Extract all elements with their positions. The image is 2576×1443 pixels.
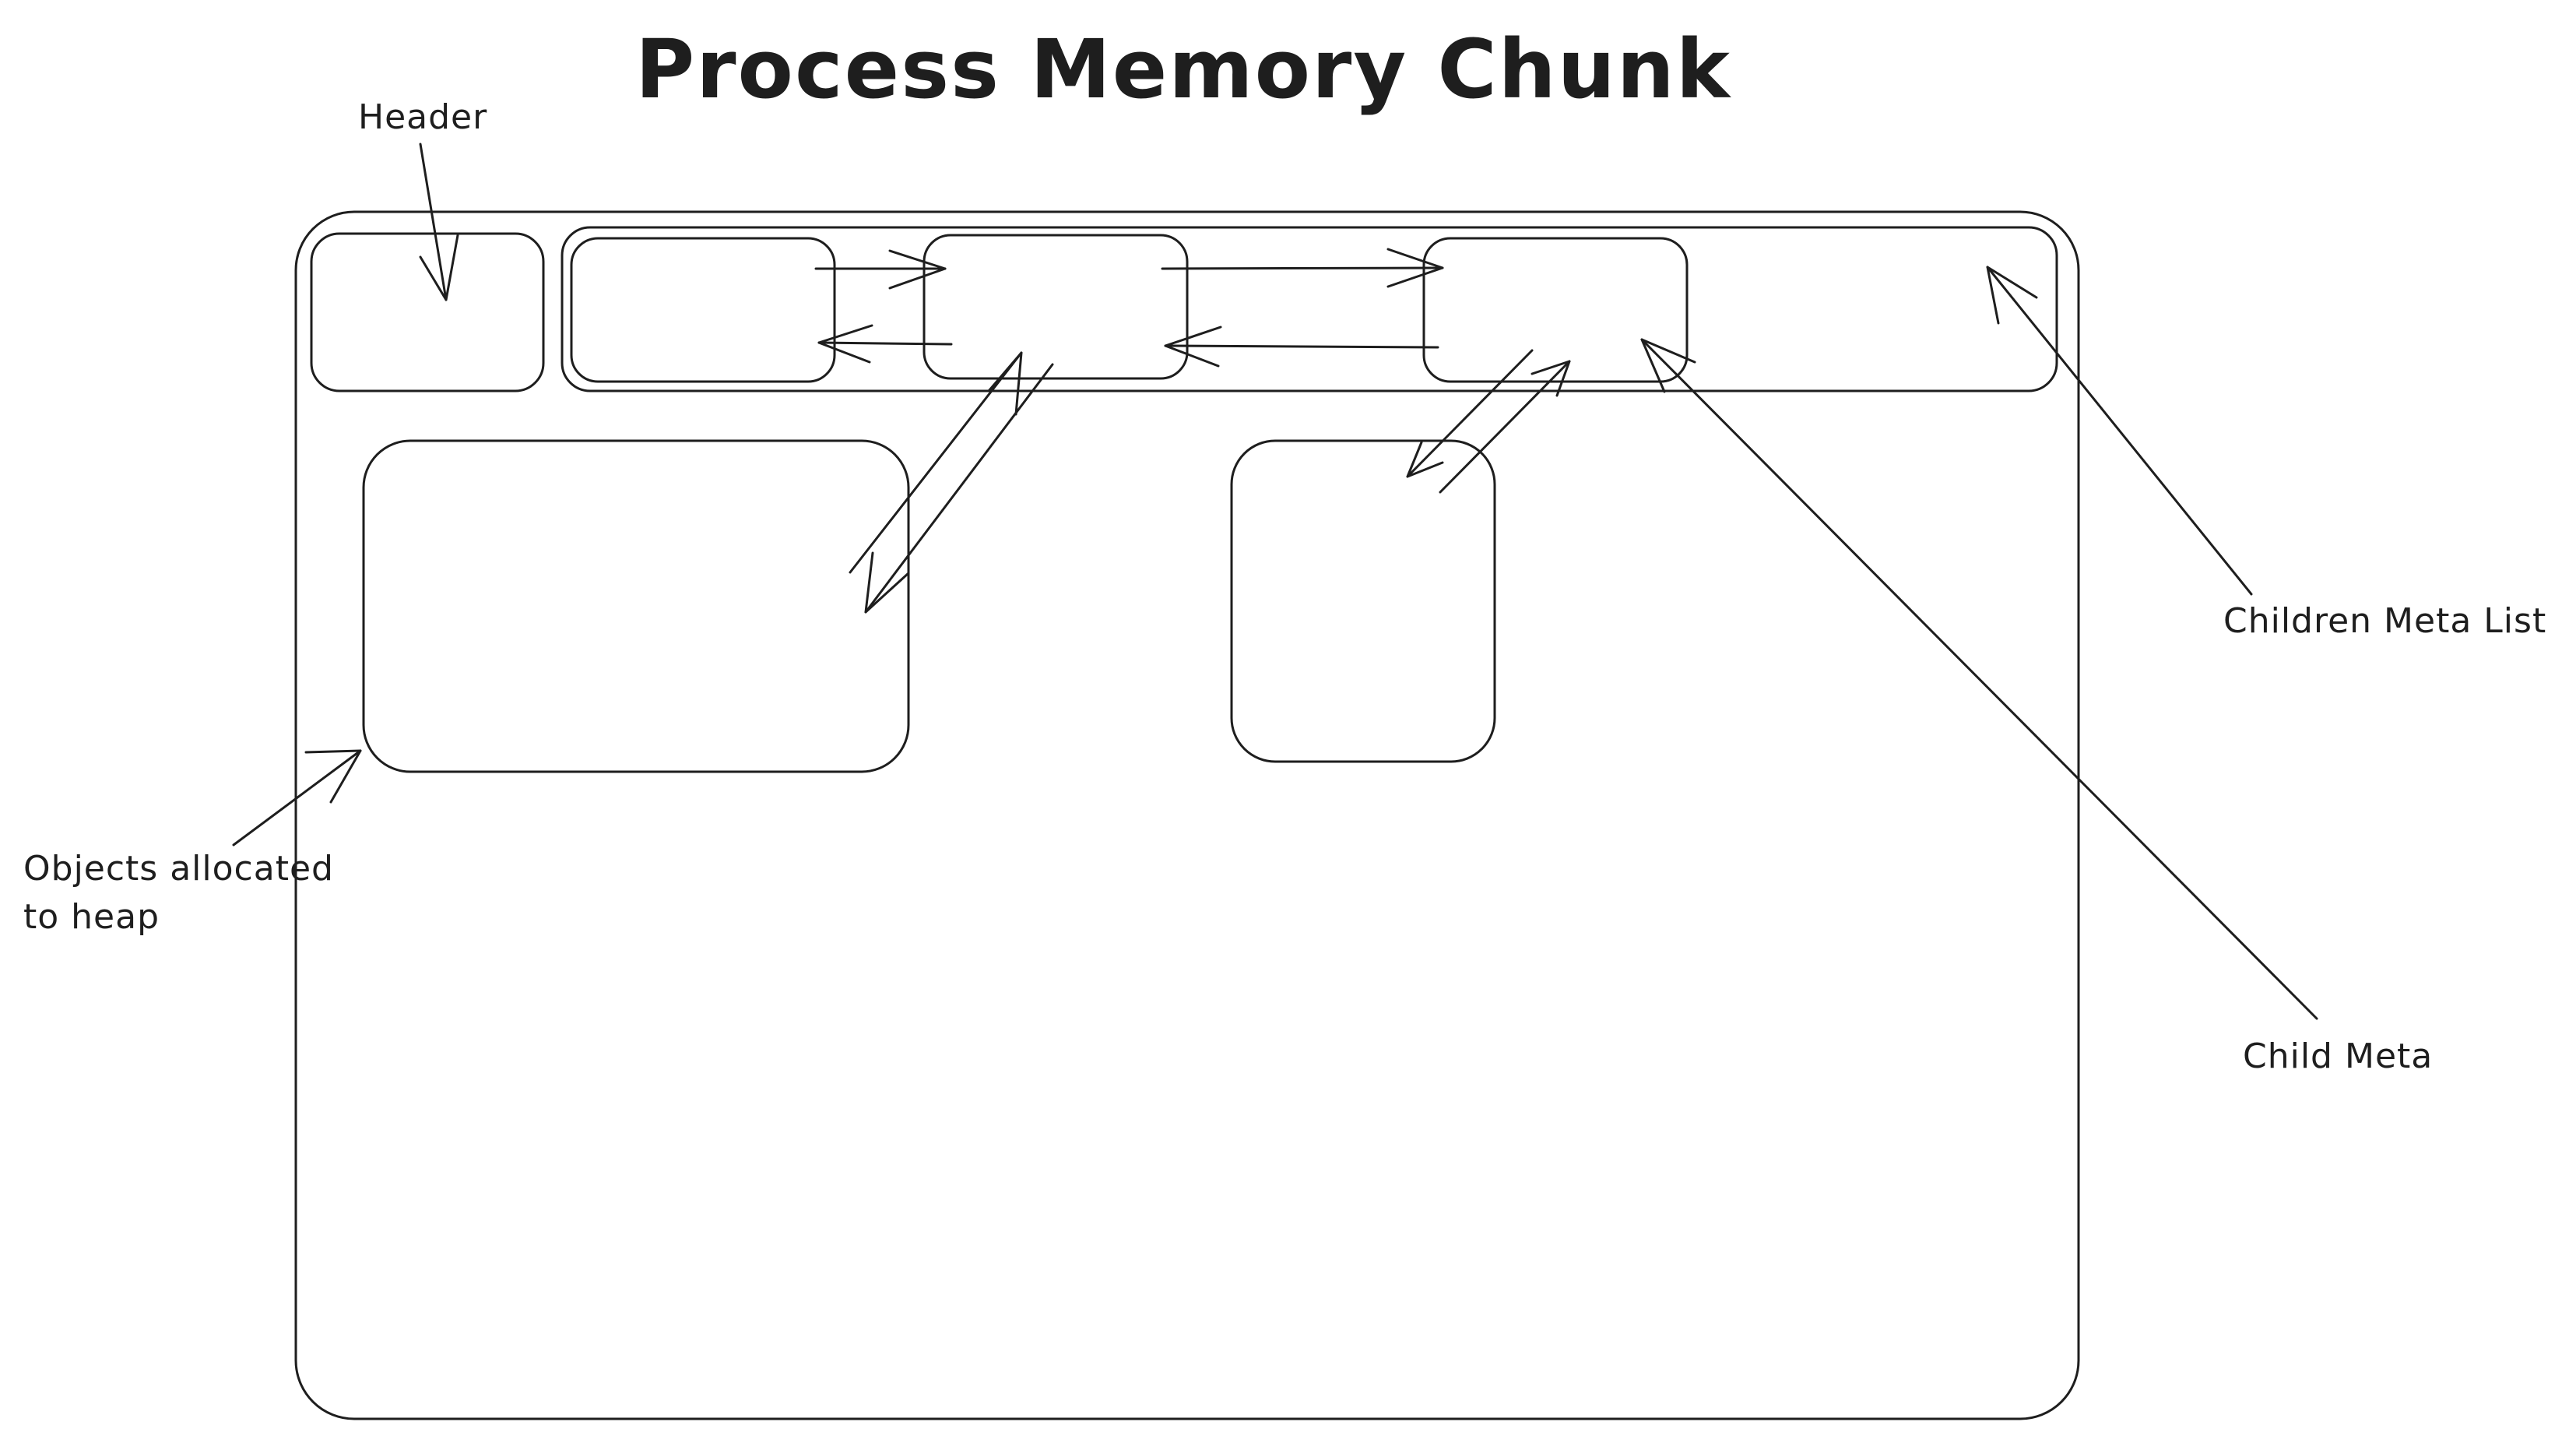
heap-object-large (362, 439, 910, 773)
objects-allocated-arrow (232, 749, 362, 846)
link-box1-to-box2 (814, 249, 947, 290)
link-box3-to-heap-small (1406, 349, 1534, 478)
link-box2-to-box3 (1161, 248, 1444, 288)
objects-label-line-2: to heap (23, 897, 160, 937)
memory-chunk-box (294, 210, 2080, 1420)
header-label: Header (358, 97, 488, 137)
child-meta-box-3 (1422, 237, 1689, 383)
link-box3-to-box2 (1164, 326, 1439, 368)
link-box2-to-heap-large (864, 363, 1054, 614)
child-meta-box-1 (570, 237, 836, 383)
objects-allocated-label: Objects allocated to heap (23, 845, 334, 941)
link-heap-small-to-box3 (1439, 360, 1571, 494)
heap-object-small (1230, 439, 1496, 763)
children-meta-list-label: Children Meta List (2223, 601, 2547, 641)
child-meta-box-2 (923, 234, 1189, 380)
diagram-title: Process Memory Chunk (635, 22, 1731, 117)
children-meta-list-arrow (1986, 266, 2253, 596)
child-meta-arrow (1640, 338, 2318, 1020)
objects-label-line-1: Objects allocated (23, 849, 334, 889)
header-block (310, 232, 545, 392)
header-arrow (419, 143, 459, 301)
children-meta-list-box (561, 226, 2058, 392)
link-heap-large-to-box2 (849, 351, 1023, 574)
child-meta-label: Child Meta (2243, 1036, 2434, 1076)
link-box2-to-box1 (817, 324, 953, 364)
